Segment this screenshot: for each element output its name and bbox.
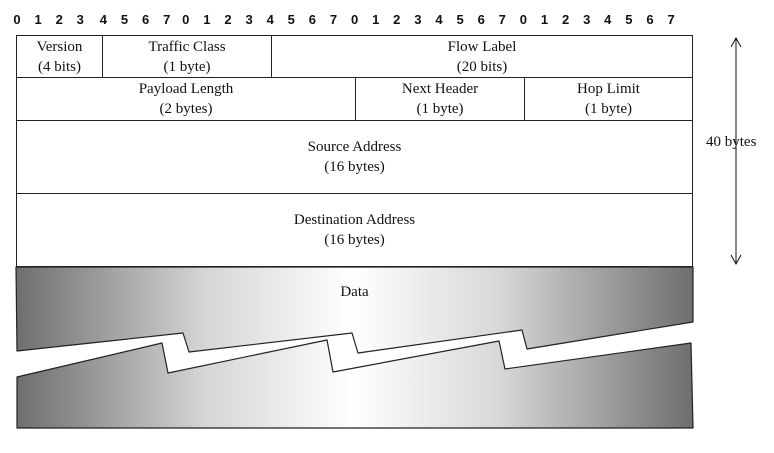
- field-next-header: Next Header (1 byte): [356, 78, 525, 120]
- field-name: Hop Limit: [577, 81, 640, 97]
- bit-number: 4: [604, 12, 612, 27]
- field-source-address: Source Address (16 bytes): [17, 121, 692, 193]
- bit-number: 3: [414, 12, 422, 27]
- header-row-3: Source Address (16 bytes): [17, 121, 692, 194]
- bit-number: 4: [99, 12, 107, 27]
- bit-number: 1: [540, 12, 549, 27]
- bit-number: 4: [435, 12, 443, 27]
- bit-number: 3: [245, 12, 253, 27]
- bit-number: 5: [456, 12, 464, 27]
- field-name: Payload Length: [138, 81, 234, 97]
- field-version: Version (4 bits): [17, 36, 103, 77]
- field-name: Flow Label: [447, 38, 517, 55]
- bit-number: 1: [203, 12, 211, 27]
- data-block-upper: [15, 266, 694, 354]
- bit-number: 1: [372, 12, 380, 27]
- field-size: (16 bytes): [324, 232, 385, 248]
- bit-number: 3: [583, 12, 591, 27]
- bit-number: 6: [141, 12, 150, 27]
- field-destination-address: Destination Address (16 bytes): [17, 194, 692, 266]
- header-size-label: 40 bytes: [706, 134, 757, 150]
- field-traffic-class: Traffic Class (1 byte): [103, 36, 272, 77]
- bit-number: 7: [329, 12, 338, 27]
- bit-number: 6: [646, 12, 654, 27]
- field-size: (20 bits): [456, 58, 508, 75]
- header-size-arrow: [730, 36, 742, 266]
- field-name: Next Header: [401, 81, 479, 97]
- bit-number: 5: [287, 12, 295, 27]
- field-payload-length: Payload Length (2 bytes): [17, 78, 356, 120]
- field-size: (1 byte): [584, 101, 633, 117]
- bit-number: 0: [13, 12, 21, 27]
- field-flow-label: Flow Label (20 bits): [272, 36, 692, 77]
- field-size: (16 bytes): [324, 159, 385, 175]
- field-hop-limit: Hop Limit (1 byte): [525, 78, 692, 120]
- bit-number: 2: [561, 12, 570, 27]
- bit-number: 5: [625, 12, 633, 27]
- bit-number: 0: [350, 12, 359, 27]
- bit-number: 2: [224, 12, 232, 27]
- field-name: Source Address: [307, 139, 402, 155]
- bit-number: 7: [163, 12, 171, 27]
- bit-number: 2: [393, 12, 401, 27]
- field-name: Version: [36, 38, 83, 55]
- bit-number: 0: [519, 12, 527, 27]
- field-size: (4 bits): [38, 58, 81, 75]
- bit-number: 7: [498, 12, 506, 27]
- bit-number: 6: [477, 12, 485, 27]
- field-size: (1 byte): [416, 101, 464, 117]
- bit-number: 5: [120, 12, 129, 27]
- bit-number: 4: [266, 12, 274, 27]
- bit-number: 7: [667, 12, 675, 27]
- ipv6-header: Version (4 bits) Traffic Class (1 byte) …: [16, 35, 693, 267]
- bit-number: 1: [34, 12, 42, 27]
- bit-number: 6: [308, 12, 316, 27]
- bit-number: 3: [76, 12, 84, 27]
- header-row-4: Destination Address (16 bytes): [17, 194, 692, 266]
- field-size: (1 byte): [163, 58, 211, 75]
- data-block-lower: [16, 339, 694, 429]
- header-row-2: Payload Length (2 bytes) Next Header (1 …: [17, 78, 692, 121]
- header-row-1: Version (4 bits) Traffic Class (1 byte) …: [17, 36, 692, 78]
- field-name: Destination Address: [293, 212, 416, 228]
- field-name: Traffic Class: [148, 38, 226, 55]
- data-label: Data: [340, 284, 369, 300]
- bit-number: 2: [55, 12, 63, 27]
- bit-number: 0: [182, 12, 190, 27]
- field-size: (2 bytes): [159, 101, 213, 117]
